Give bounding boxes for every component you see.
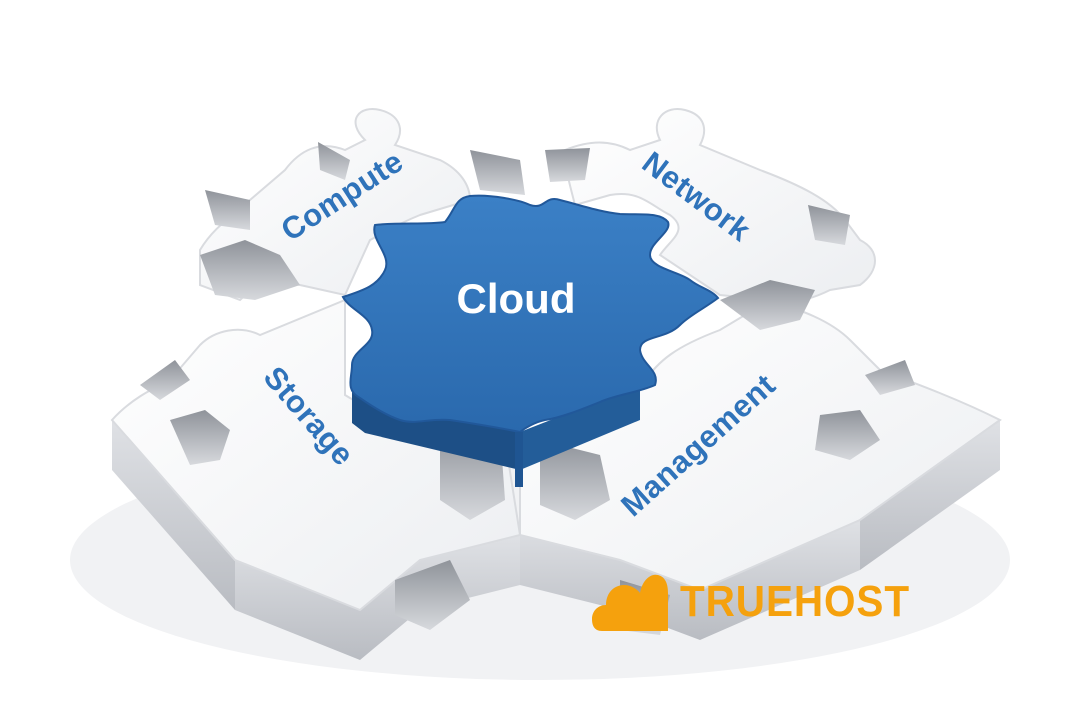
cloud-piece-top (341, 194, 720, 434)
truehost-logo: TRUEHOST (592, 570, 930, 634)
piece-network (563, 108, 876, 303)
piece-holes (140, 142, 915, 635)
cloud-piece (341, 194, 720, 487)
cloud-label: Cloud (457, 275, 576, 322)
cloud-icon (592, 574, 668, 631)
brand-name: TRUEHOST (680, 577, 910, 626)
